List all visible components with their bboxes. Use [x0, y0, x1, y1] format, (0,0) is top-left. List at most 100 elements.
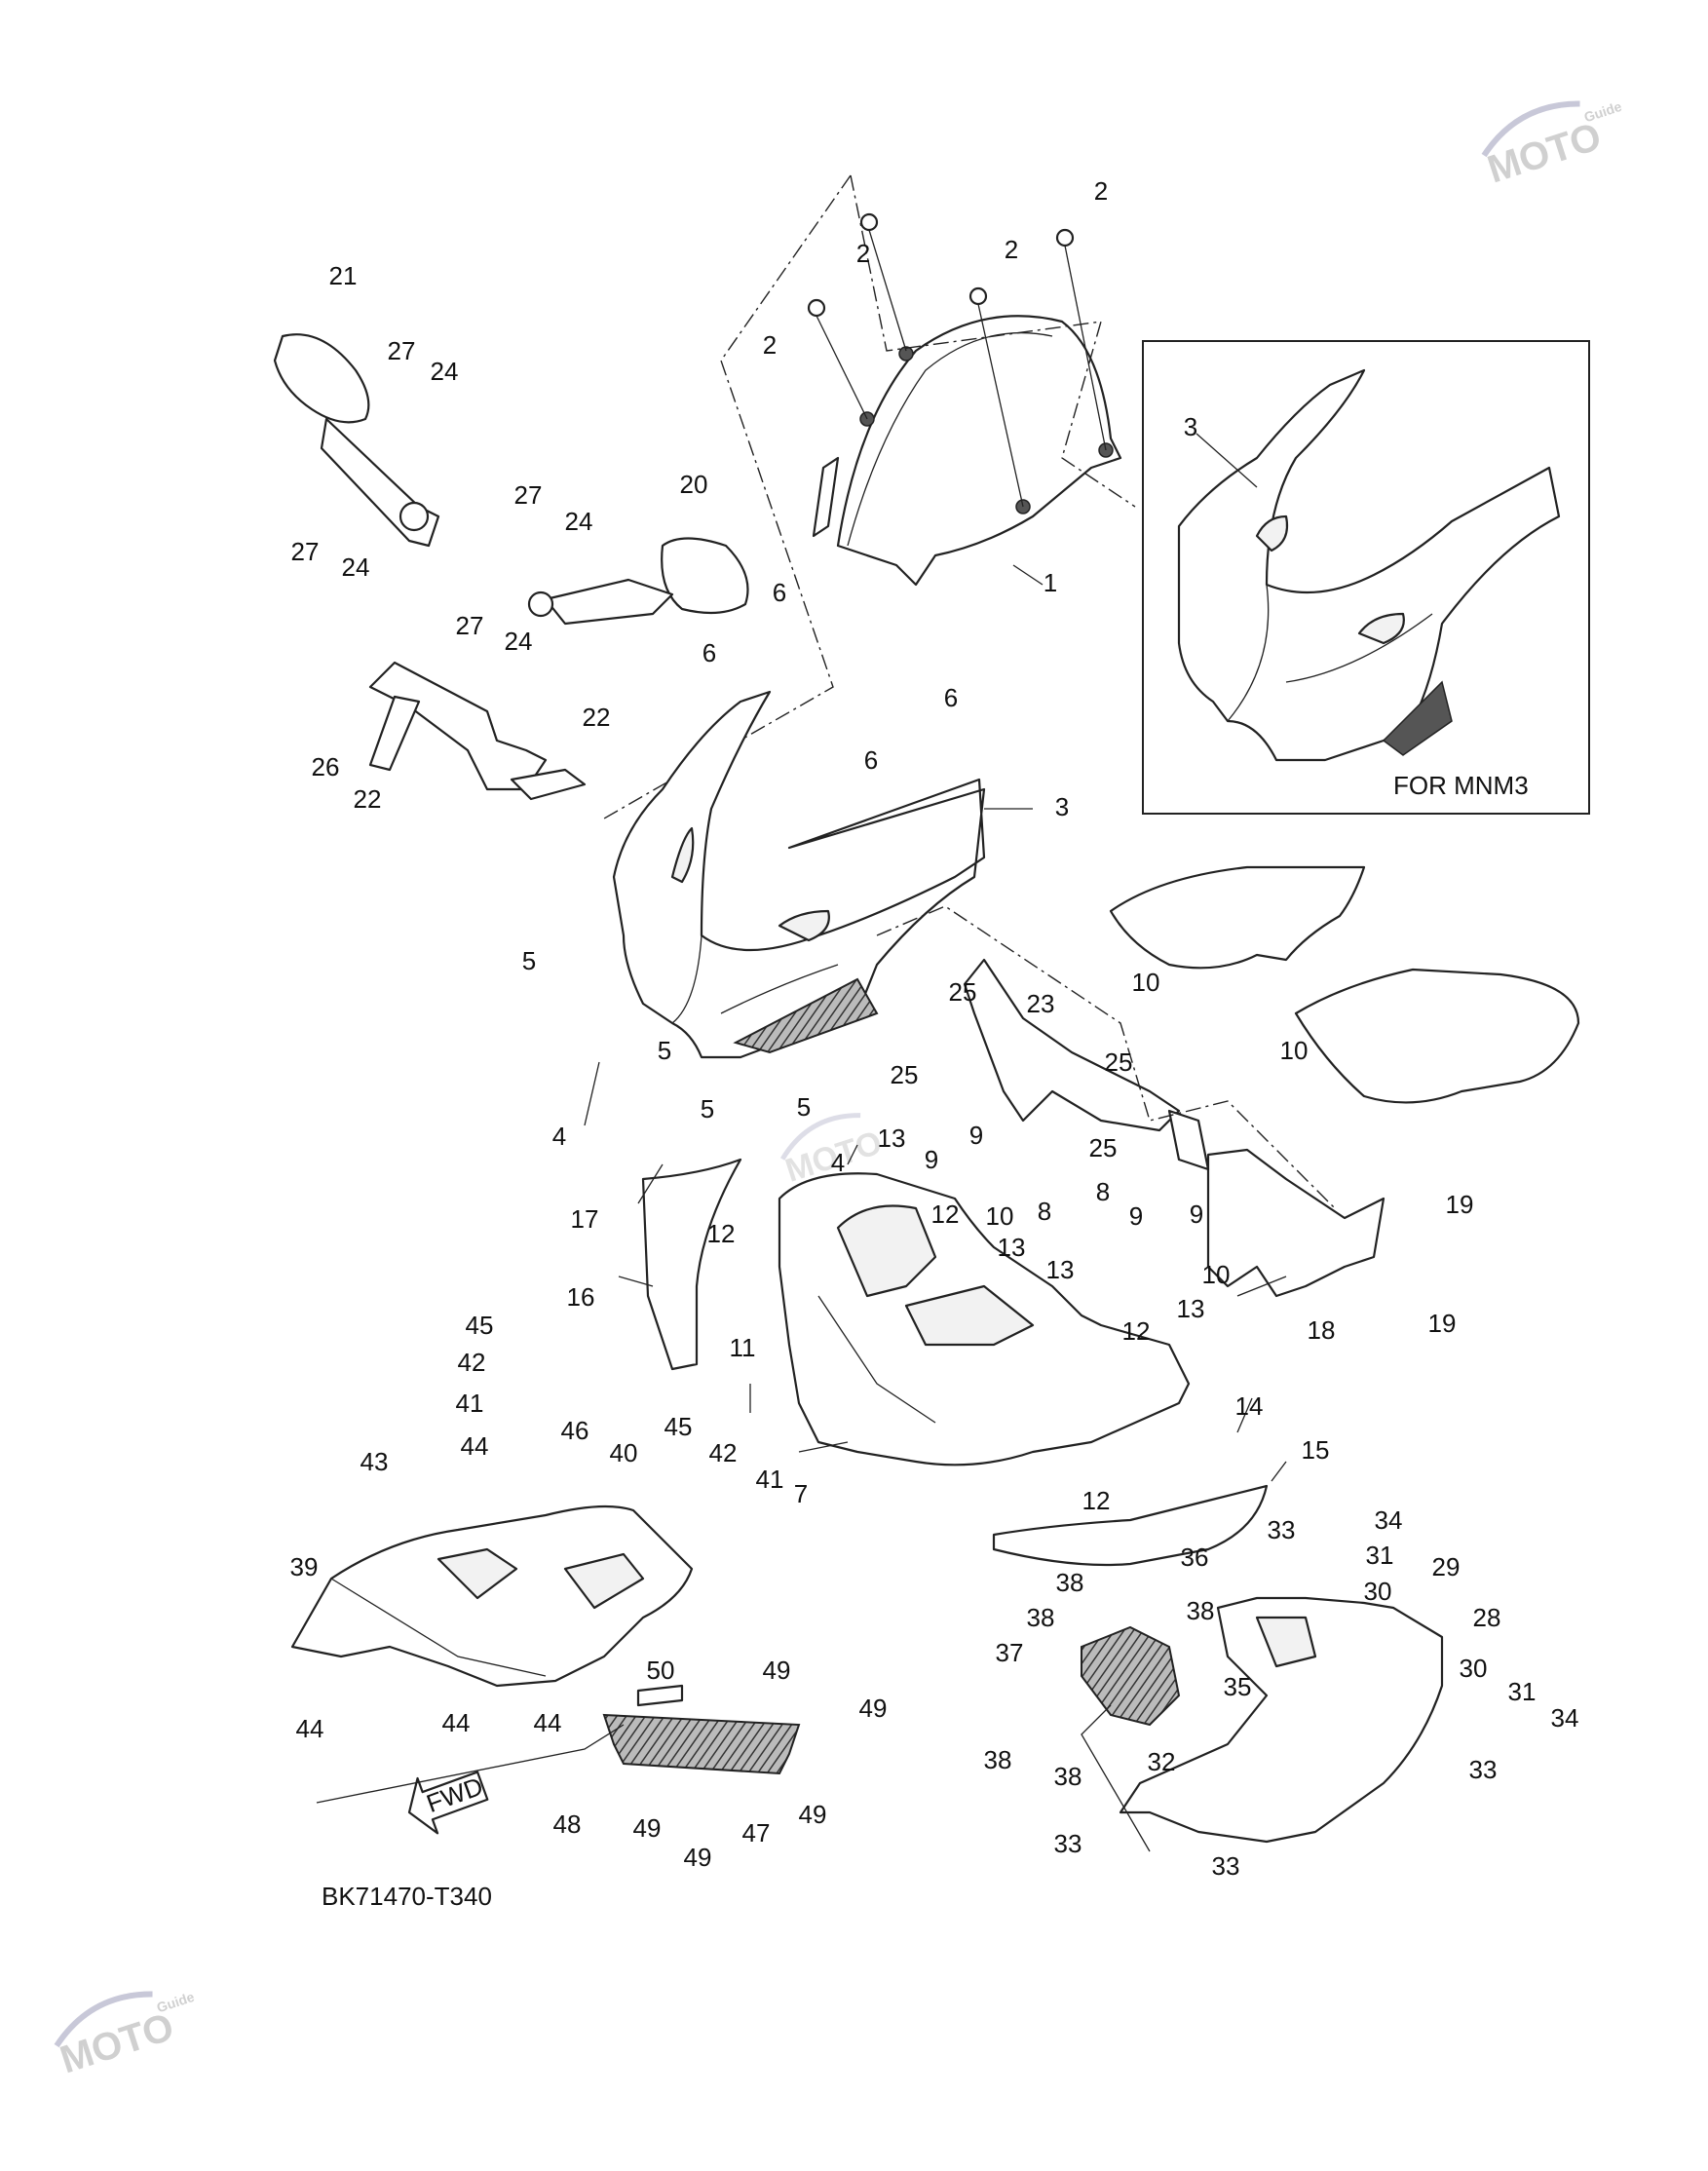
- callout-12: 12: [707, 1219, 736, 1248]
- callout-4: 4: [831, 1148, 845, 1177]
- callout-27: 27: [514, 480, 543, 510]
- callout-47: 47: [742, 1818, 771, 1847]
- watermark-sub: Guide: [1582, 98, 1624, 126]
- watermark-top-right: MOTO Guide: [1481, 98, 1624, 192]
- callout-13: 13: [1177, 1294, 1205, 1323]
- front-lower-cowling: [778, 1172, 1191, 1466]
- callout-6: 6: [864, 745, 878, 775]
- side-cover-14: [992, 1484, 1269, 1567]
- callout-45: 45: [664, 1412, 693, 1441]
- callout-37: 37: [996, 1638, 1024, 1667]
- callout-6: 6: [944, 683, 958, 712]
- callout-5: 5: [797, 1092, 811, 1122]
- reference-code: BK71470-T340: [322, 1882, 492, 1911]
- screw-group-2: [807, 212, 1107, 508]
- callout-42: 42: [709, 1438, 738, 1467]
- callout-8: 8: [1096, 1177, 1110, 1206]
- callout-49: 49: [763, 1656, 791, 1685]
- callout-5: 5: [658, 1036, 671, 1065]
- callout-16: 16: [567, 1282, 595, 1312]
- callout-labels: 1 2 2 2 2 3 4 4 5 5 5 5 6 6 6 6 7 8 8 9 …: [290, 176, 1579, 1881]
- callout-38: 38: [1187, 1596, 1215, 1625]
- callout-38: 38: [1056, 1568, 1084, 1597]
- under-cowling-right-28: [1119, 1596, 1444, 1844]
- callout-13: 13: [1046, 1255, 1075, 1284]
- callout-41: 41: [756, 1465, 784, 1494]
- callout-50: 50: [647, 1656, 675, 1685]
- callout-48: 48: [553, 1809, 582, 1839]
- callout-40: 40: [610, 1438, 638, 1467]
- inset-upper-cowl: [1177, 368, 1561, 762]
- callout-27: 27: [291, 537, 320, 566]
- windscreen: [812, 315, 1122, 587]
- callout-38: 38: [1054, 1762, 1082, 1791]
- callout-44: 44: [461, 1431, 489, 1461]
- mesh-grille-36: [1081, 1625, 1181, 1727]
- callout-38: 38: [984, 1745, 1012, 1774]
- callout-24: 24: [431, 357, 459, 386]
- callout-12: 12: [931, 1200, 960, 1229]
- callout-49: 49: [859, 1694, 888, 1723]
- callout-25: 25: [1105, 1047, 1133, 1077]
- callout-10: 10: [1132, 968, 1160, 997]
- callout-32: 32: [1148, 1747, 1176, 1776]
- callout-9: 9: [1190, 1200, 1203, 1229]
- leader-lines: [316, 564, 1287, 1852]
- callout-5: 5: [701, 1094, 714, 1124]
- callout-44: 44: [296, 1714, 324, 1743]
- callout-2: 2: [1005, 235, 1018, 264]
- callout-10: 10: [986, 1201, 1014, 1231]
- mesh-grille-47: [602, 1713, 801, 1775]
- callout-3: 3: [1055, 792, 1069, 821]
- callout-25: 25: [949, 977, 977, 1007]
- callout-30: 30: [1460, 1654, 1488, 1683]
- callout-2: 2: [856, 239, 870, 268]
- callout-2: 2: [763, 330, 777, 360]
- callout-46: 46: [561, 1416, 589, 1445]
- callout-44: 44: [442, 1708, 471, 1737]
- callout-15: 15: [1302, 1435, 1330, 1465]
- mirror-stay: [368, 661, 587, 801]
- callout-23: 23: [1027, 989, 1055, 1018]
- callout-9: 9: [969, 1121, 983, 1150]
- callout-17: 17: [571, 1204, 599, 1234]
- assembly-line-bracket: [876, 905, 1336, 1209]
- callout-8: 8: [1038, 1197, 1051, 1226]
- under-cowling-left-39: [290, 1504, 694, 1688]
- callout-27: 27: [388, 336, 416, 365]
- inset-mnm3: 3 FOR MNM3: [1142, 340, 1590, 815]
- callout-12: 12: [1122, 1316, 1151, 1346]
- callout-22: 22: [354, 784, 382, 814]
- callout-10: 10: [1202, 1260, 1231, 1289]
- callout-26: 26: [312, 752, 340, 781]
- callout-31: 31: [1508, 1677, 1537, 1706]
- callout-41: 41: [456, 1389, 484, 1418]
- callout-18: 18: [1308, 1315, 1336, 1345]
- callout-33: 33: [1212, 1851, 1240, 1881]
- callout-9: 9: [925, 1145, 938, 1174]
- callout-5: 5: [522, 946, 536, 975]
- side-panel-lower-10: [1294, 968, 1580, 1104]
- callout-30: 30: [1364, 1577, 1392, 1606]
- stay-bracket-18: [1167, 1109, 1385, 1298]
- callout-6: 6: [773, 578, 786, 607]
- callout-28: 28: [1473, 1603, 1501, 1632]
- callout-29: 29: [1432, 1552, 1461, 1581]
- plate-50: [636, 1684, 684, 1707]
- callout-6: 6: [702, 638, 716, 667]
- assembly-line-windscreen: [603, 174, 852, 819]
- callout-14: 14: [1235, 1391, 1264, 1421]
- callout-1: 1: [1044, 568, 1057, 597]
- callout-7: 7: [794, 1479, 808, 1508]
- callout-24: 24: [342, 552, 370, 582]
- mirror-left: [273, 333, 440, 548]
- callout-19: 19: [1446, 1190, 1474, 1219]
- watermark-bottom-left: MOTO Guide: [54, 1989, 197, 2082]
- callout-49: 49: [633, 1813, 662, 1843]
- watermark-text: MOTO: [56, 2005, 179, 2082]
- watermark-text: MOTO: [1483, 115, 1607, 192]
- callout-33: 33: [1054, 1829, 1082, 1858]
- callout-9: 9: [1129, 1201, 1143, 1231]
- callout-19: 19: [1428, 1309, 1457, 1338]
